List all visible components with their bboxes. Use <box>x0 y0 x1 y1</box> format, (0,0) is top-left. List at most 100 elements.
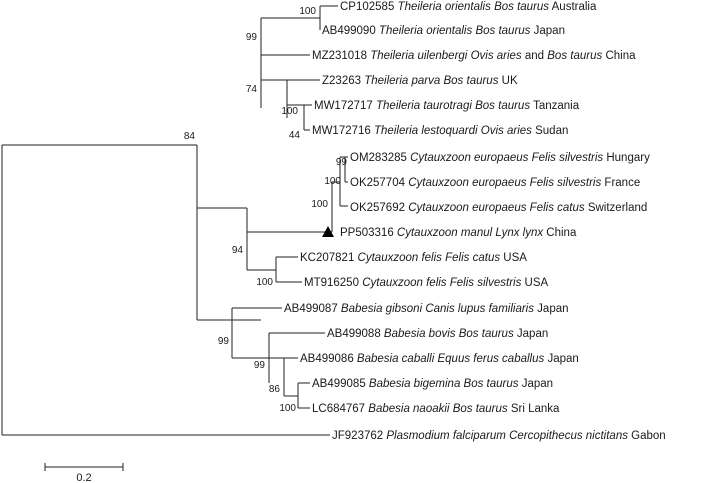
support-value: 94 <box>232 245 244 256</box>
leaf-scientific-name: Bos taurus <box>494 1 549 13</box>
leaf-text: Japan <box>519 378 554 390</box>
support-value: 74 <box>246 84 258 95</box>
leaf-scientific-name: Bos taurus <box>475 25 530 37</box>
leaf-scientific-name: Babesia bigemina <box>369 378 460 390</box>
leaf-accession: Z23263 <box>322 75 364 87</box>
leaf-scientific-name: Babesia caballi <box>357 353 435 365</box>
leaf-text: Sudan <box>532 125 568 137</box>
support-value: 100 <box>299 6 316 17</box>
leaf-scientific-name: Lynx lynx <box>495 227 544 239</box>
leaf-accession: LC684767 <box>312 403 368 415</box>
leaf-label: MZ231018 Theileria uilenbergi Ovis aries… <box>312 50 636 62</box>
support-value: 99 <box>246 32 258 43</box>
leaf-label: OM283285 Cytauxzoon europaeus Felis silv… <box>350 152 650 164</box>
leaf-label: AB499088 Babesia bovis Bos taurus Japan <box>327 328 548 340</box>
leaf-text: Tanzania <box>530 100 580 112</box>
leaf-scientific-name: Babesia gibsoni <box>341 303 423 315</box>
leaf-accession: MW172717 <box>314 100 376 112</box>
leaf-accession: CP102585 <box>340 1 398 13</box>
leaf-scientific-name: Babesia bovis <box>384 328 456 340</box>
leaf-scientific-name: Theileria orientalis <box>379 25 473 37</box>
leaf-scientific-name: Theileria orientalis <box>398 1 492 13</box>
leaf-accession: AB499086 <box>300 353 357 365</box>
leaf-label: LC684767 Babesia naoakii Bos taurus Sri … <box>312 403 560 415</box>
leaf-accession: OM283285 <box>350 152 410 164</box>
leaf-accession: OK257692 <box>350 202 408 214</box>
support-value: 100 <box>311 199 328 210</box>
leaf-scientific-name: Bos taurus <box>453 403 508 415</box>
leaf-scientific-name: Felis silvestris <box>532 152 604 164</box>
leaf-label: MT916250 Cytauxzoon felis Felis silvestr… <box>304 277 548 289</box>
leaf-label: AB499090 Theileria orientalis Bos taurus… <box>322 25 565 37</box>
support-value: 99 <box>254 360 266 371</box>
leaf-accession: MW172716 <box>312 125 374 137</box>
support-value: 99 <box>336 157 348 168</box>
leaf-scientific-name: Cytauxzoon felis <box>362 277 447 289</box>
leaf-label: AB499085 Babesia bigemina Bos taurus Jap… <box>312 378 553 390</box>
leaf-scientific-name: Ovis aries <box>481 125 532 137</box>
leaf-text: Sri Lanka <box>508 403 560 415</box>
leaf-scientific-name: Canis lupus familiaris <box>425 303 534 315</box>
leaf-scientific-name: Bos taurus <box>547 50 602 62</box>
leaf-accession: JF923762 <box>332 430 386 442</box>
leaf-scientific-name: Felis catus <box>530 202 585 214</box>
leaf-scientific-name: Theileria lestoquardi <box>374 125 478 137</box>
leaf-scientific-name: Cytauxzoon europaeus <box>408 177 527 189</box>
leaf-scientific-name: Bos taurus <box>459 328 514 340</box>
leaf-scientific-name: Bos taurus <box>464 378 519 390</box>
leaf-scientific-name: Felis silvestris <box>450 277 522 289</box>
leaf-text: Japan <box>514 328 549 340</box>
triangle-marker-icon <box>322 226 334 237</box>
leaf-text: France <box>601 177 640 189</box>
support-value: 86 <box>269 384 281 395</box>
leaf-label: PP503316 Cytauxzoon manul Lynx lynx Chin… <box>340 227 577 239</box>
leaf-scientific-name: Theileria uilenbergi <box>370 50 468 62</box>
leaf-accession: AB499088 <box>327 328 384 340</box>
leaf-scientific-name: Bos taurus <box>475 100 530 112</box>
leaf-text: Australia <box>549 1 597 13</box>
leaf-scientific-name: Cytauxzoon europaeus <box>408 202 527 214</box>
leaf-label: CP102585 Theileria orientalis Bos taurus… <box>340 1 597 13</box>
leaf-scientific-name: Felis silvestris <box>530 177 602 189</box>
marker-layer <box>322 226 334 237</box>
support-value: 100 <box>256 277 273 288</box>
leaf-label: OK257692 Cytauxzoon europaeus Felis catu… <box>350 202 647 214</box>
leaf-scientific-name: Cytauxzoon europaeus <box>410 152 529 164</box>
leaf-text: Gabon <box>628 430 666 442</box>
leaf-text: Hungary <box>603 152 650 164</box>
leaf-text: USA <box>521 277 548 289</box>
leaf-scientific-name: Plasmodium falciparum <box>386 430 506 442</box>
leaf-label: MW172717 Theileria taurotragi Bos taurus… <box>314 100 580 112</box>
leaf-scientific-name: Felis catus <box>445 252 500 264</box>
leaf-text: China <box>602 50 636 62</box>
leaf-text: and <box>522 50 548 62</box>
leaf-scientific-name: Cercopithecus nictitans <box>509 430 628 442</box>
leaf-text: Switzerland <box>585 202 648 214</box>
leaf-accession: AB499090 <box>322 25 379 37</box>
leaf-text: UK <box>498 75 518 87</box>
scale-bar: 0.2 <box>44 463 124 483</box>
leaf-scientific-name: Equus ferus caballus <box>437 353 544 365</box>
support-value: 100 <box>279 403 296 414</box>
support-value: 100 <box>324 176 341 187</box>
support-value: 100 <box>281 106 298 117</box>
leaf-scientific-name: Theileria parva <box>364 75 440 87</box>
leaf-label: Z23263 Theileria parva Bos taurus UK <box>322 75 518 87</box>
leaf-text: Japan <box>530 25 565 37</box>
leaf-scientific-name: Cytauxzoon felis <box>358 252 443 264</box>
leaf-label: OK257704 Cytauxzoon europaeus Felis silv… <box>350 177 640 189</box>
leaf-accession: PP503316 <box>340 227 397 239</box>
leaf-text: USA <box>500 252 527 264</box>
leaf-label: AB499087 Babesia gibsoni Canis lupus fam… <box>284 303 569 315</box>
leaf-scientific-name: Theileria taurotragi <box>376 100 472 112</box>
support-value: 84 <box>184 131 196 142</box>
leaf-scientific-name: Babesia naoakii <box>368 403 450 415</box>
leaf-text: Japan <box>534 303 569 315</box>
leaf-label: AB499086 Babesia caballi Equus ferus cab… <box>300 353 579 365</box>
leaf-label: JF923762 Plasmodium falciparum Cercopith… <box>332 430 666 442</box>
tree-branches <box>1 5 348 436</box>
support-value: 99 <box>218 336 230 347</box>
leaf-accession: AB499085 <box>312 378 369 390</box>
